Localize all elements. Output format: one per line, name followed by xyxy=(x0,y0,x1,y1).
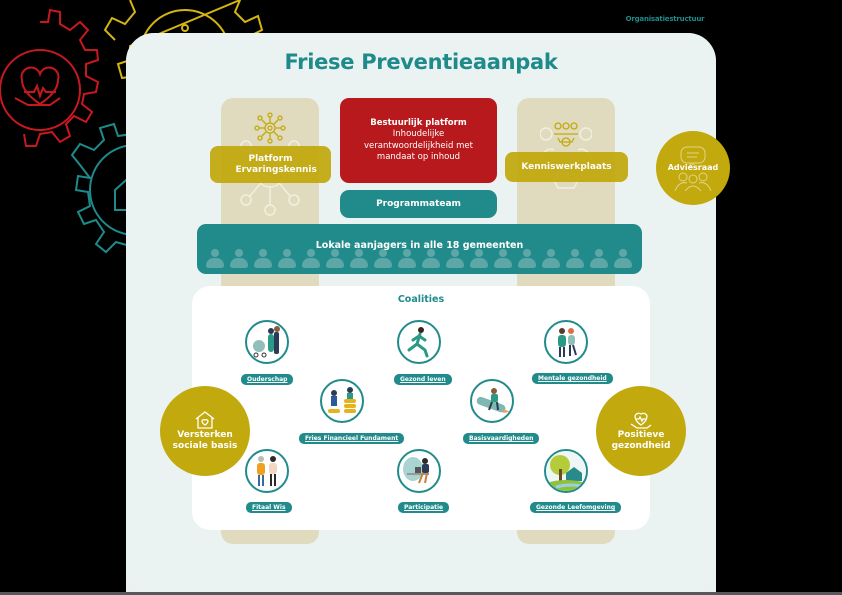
person-icon xyxy=(205,249,225,269)
pillar-left-line2: sociale basis xyxy=(172,441,238,451)
house-heart-icon xyxy=(195,410,215,429)
kenniswerkplaats-label: Kenniswerkplaats xyxy=(521,161,612,172)
coalitie-participatie[interactable]: Participatie xyxy=(398,502,450,513)
person-icon xyxy=(613,249,633,269)
person-icon xyxy=(541,249,561,269)
house-tree-icon xyxy=(544,449,588,493)
coalitie-gezonde-leefomgeving[interactable]: Gezonde Leefomgeving xyxy=(530,502,622,513)
runner-icon xyxy=(397,320,441,364)
bestuurlijk-platform[interactable]: Bestuurlijk platform Inhoudelijke verant… xyxy=(340,98,497,183)
person-icon xyxy=(349,249,369,269)
kenniswerkplaats[interactable]: Kenniswerkplaats xyxy=(505,152,628,182)
person-icon xyxy=(445,249,465,269)
person-icon xyxy=(325,249,345,269)
coalitie-ouderschap[interactable]: Ouderschap xyxy=(241,374,294,385)
heart-hand-icon xyxy=(630,412,652,429)
coalitie-basisvaardigheden[interactable]: Basisvaardigheden xyxy=(463,433,540,444)
person-icon xyxy=(229,249,249,269)
pillar-versterken-sociale-basis[interactable]: Versterken sociale basis xyxy=(160,386,250,476)
bestuurlijk-platform-line1: Inhoudelijke xyxy=(392,129,445,140)
speech-bubble-group-icon xyxy=(674,146,712,192)
pillar-right-line2: gezondheid xyxy=(611,441,671,451)
section-label: Organisatiestructuur xyxy=(625,15,705,23)
programmateam-label: Programmateam xyxy=(376,199,461,209)
coins-icon xyxy=(320,379,364,423)
pillar-positieve-gezondheid[interactable]: Positieve gezondheid xyxy=(596,386,686,476)
person-icon xyxy=(517,249,537,269)
network-icon xyxy=(254,112,286,144)
person-icon xyxy=(373,249,393,269)
bestuurlijk-platform-title: Bestuurlijk platform xyxy=(370,117,467,128)
bestuurlijk-platform-line2: verantwoordelijkheid met xyxy=(364,140,473,151)
seniors-icon xyxy=(245,449,289,493)
adviesraad[interactable]: Adviesraad xyxy=(656,131,730,205)
person-icon xyxy=(589,249,609,269)
person-icon xyxy=(397,249,417,269)
coalitie-fitaal-wis[interactable]: Fitaal Wis xyxy=(246,502,292,513)
platform-ervaringskennis-label: Platform Ervaringskennis xyxy=(235,153,317,175)
lokale-aanjagers-label: Lokale aanjagers in alle 18 gemeenten xyxy=(315,240,524,251)
platform-ervaringskennis[interactable]: Platform Ervaringskennis xyxy=(210,146,331,183)
person-icon xyxy=(253,249,273,269)
red-gear-icon xyxy=(0,8,100,147)
programmateam[interactable]: Programmateam xyxy=(340,190,497,218)
pillar-right-line1: Positieve xyxy=(617,429,665,440)
person-icon xyxy=(565,249,585,269)
pillar-left-line1: Versterken xyxy=(177,429,233,440)
coalities-title: Coalities xyxy=(397,294,445,305)
bottom-border xyxy=(0,592,842,595)
person-icon xyxy=(421,249,441,269)
coalitie-gezond-leven[interactable]: Gezond leven xyxy=(394,374,452,385)
adviesraad-label: Adviesraad xyxy=(667,163,719,172)
coalitie-mentale-gezondheid[interactable]: Mentale gezondheid xyxy=(532,373,613,384)
pencil-reader-icon xyxy=(470,379,514,423)
lokale-aanjagers-bar[interactable]: Lokale aanjagers in alle 18 gemeenten xyxy=(197,224,642,274)
bestuurlijk-platform-line3: mandaat op inhoud xyxy=(376,151,461,162)
laptop-worker-icon xyxy=(397,449,441,493)
person-icon xyxy=(469,249,489,269)
page-title: Friese Preventieaanpak xyxy=(284,50,558,74)
parents-stroller-icon xyxy=(245,320,289,364)
person-icon xyxy=(277,249,297,269)
friends-icon xyxy=(544,320,588,364)
person-icons-row xyxy=(205,249,633,269)
person-icon xyxy=(493,249,513,269)
person-icon xyxy=(301,249,321,269)
coalitie-fries-financieel-fundament[interactable]: Fries Financieel Fundament xyxy=(299,433,405,444)
